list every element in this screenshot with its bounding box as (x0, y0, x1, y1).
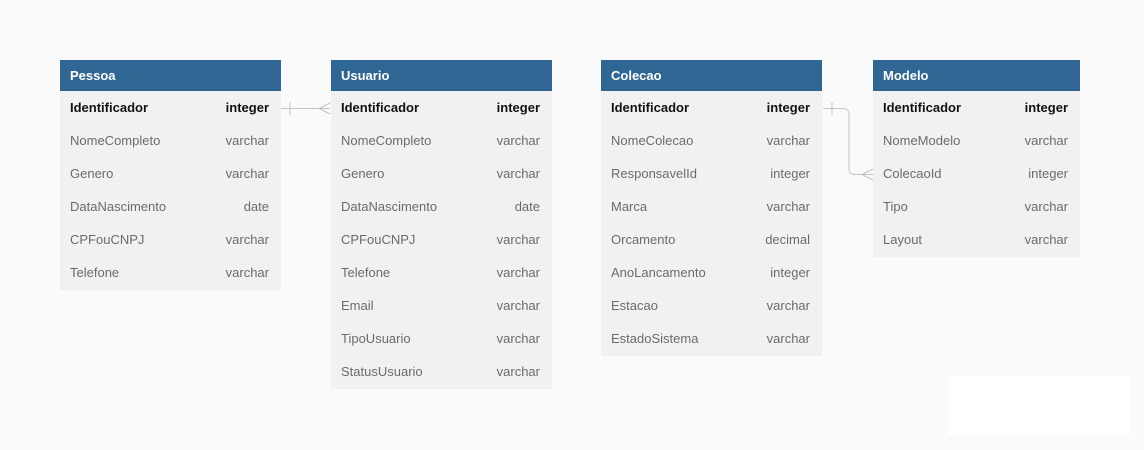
field-name: AnoLancamento (611, 265, 706, 280)
field-type: varchar (496, 298, 540, 313)
field-name: Marca (611, 199, 648, 214)
table-title[interactable]: Modelo (873, 60, 1080, 91)
field-row[interactable]: Tipo varchar (873, 190, 1080, 223)
field-name: NomeModelo (883, 133, 961, 148)
field-row[interactable]: Estacao varchar (601, 289, 822, 322)
field-type: varchar (1024, 133, 1068, 148)
field-name: NomeColecao (611, 133, 694, 148)
field-row[interactable]: NomeModelo varchar (873, 124, 1080, 157)
field-name: Tipo (883, 199, 908, 214)
field-name: Identificador (883, 100, 962, 115)
field-row[interactable]: Identificador integer (601, 91, 822, 124)
field-row[interactable]: Genero varchar (60, 157, 281, 190)
field-row[interactable]: AnoLancamento integer (601, 256, 822, 289)
field-row[interactable]: Telefone varchar (331, 256, 552, 289)
field-row[interactable]: Telefone varchar (60, 256, 281, 289)
field-type: varchar (496, 166, 540, 181)
field-name: NomeCompleto (341, 133, 432, 148)
field-row[interactable]: NomeCompleto varchar (60, 124, 281, 157)
field-type: varchar (225, 265, 269, 280)
field-type: varchar (496, 364, 540, 379)
field-type: varchar (496, 265, 540, 280)
field-name: DataNascimento (70, 199, 167, 214)
field-type: varchar (766, 331, 810, 346)
field-row[interactable]: TipoUsuario varchar (331, 322, 552, 355)
field-type: integer (225, 100, 269, 115)
relationship-pessoa-usuario[interactable] (281, 102, 331, 115)
field-row[interactable]: CPFouCNPJ varchar (331, 223, 552, 256)
field-type: varchar (496, 331, 540, 346)
field-name: Email (341, 298, 374, 313)
field-type: varchar (1024, 232, 1068, 247)
field-type: varchar (766, 199, 810, 214)
field-name: CPFouCNPJ (341, 232, 416, 247)
field-type: varchar (496, 232, 540, 247)
table-title[interactable]: Colecao (601, 60, 822, 91)
table-usuario[interactable]: Usuario Identificador integer NomeComplet… (331, 60, 552, 389)
field-row[interactable]: NomeColecao varchar (601, 124, 822, 157)
field-type: decimal (765, 232, 810, 247)
field-type: varchar (496, 133, 540, 148)
field-row[interactable]: StatusUsuario varchar (331, 355, 552, 388)
field-type: varchar (225, 232, 269, 247)
field-row[interactable]: DataNascimento date (331, 190, 552, 223)
field-type: integer (1028, 166, 1068, 181)
relationship-colecao-modelo[interactable] (823, 102, 874, 181)
field-type: varchar (225, 133, 269, 148)
field-name: EstadoSistema (611, 331, 699, 346)
field-name: StatusUsuario (341, 364, 423, 379)
field-name: TipoUsuario (341, 331, 411, 346)
field-name: CPFouCNPJ (70, 232, 145, 247)
field-row[interactable]: ResponsavelId integer (601, 157, 822, 190)
field-row[interactable]: Marca varchar (601, 190, 822, 223)
field-name: Identificador (341, 100, 420, 115)
cardinality-many-marker (317, 102, 331, 115)
field-name: Layout (883, 232, 923, 247)
field-name: Identificador (70, 100, 149, 115)
field-row[interactable]: Identificador integer (60, 91, 281, 124)
table-title[interactable]: Usuario (331, 60, 552, 91)
table-colecao[interactable]: Colecao Identificador integer NomeColecao… (601, 60, 822, 356)
cardinality-many-marker (860, 168, 874, 181)
blank-panel (948, 376, 1130, 435)
field-row[interactable]: Orcamento decimal (601, 223, 822, 256)
field-row[interactable]: Layout varchar (873, 223, 1080, 256)
field-row[interactable]: EstadoSistema varchar (601, 322, 822, 355)
field-name: Orcamento (611, 232, 676, 247)
field-name: NomeCompleto (70, 133, 161, 148)
field-type: date (243, 199, 269, 214)
field-name: Estacao (611, 298, 658, 313)
field-name: Telefone (70, 265, 120, 280)
field-name: Telefone (341, 265, 391, 280)
field-type: varchar (766, 133, 810, 148)
field-type: integer (496, 100, 540, 115)
table-title[interactable]: Pessoa (60, 60, 281, 91)
field-row[interactable]: Genero varchar (331, 157, 552, 190)
field-name: Genero (70, 166, 114, 181)
field-name: ResponsavelId (611, 166, 697, 181)
field-row[interactable]: Identificador integer (331, 91, 552, 124)
table-modelo[interactable]: Modelo Identificador integer NomeModelo va… (873, 60, 1080, 257)
field-row[interactable]: DataNascimento date (60, 190, 281, 223)
field-type: varchar (1024, 199, 1068, 214)
field-row[interactable]: CPFouCNPJ varchar (60, 223, 281, 256)
field-name: DataNascimento (341, 199, 438, 214)
field-row[interactable]: Identificador integer (873, 91, 1080, 124)
field-type: integer (770, 265, 810, 280)
field-name: Identificador (611, 100, 690, 115)
field-row[interactable]: Email varchar (331, 289, 552, 322)
field-type: integer (1024, 100, 1068, 115)
field-type: varchar (766, 298, 810, 313)
field-row[interactable]: ColecaoId integer (873, 157, 1080, 190)
table-pessoa[interactable]: Pessoa Identificador integer NomeCompleto… (60, 60, 281, 290)
field-name: ColecaoId (883, 166, 942, 181)
field-row[interactable]: NomeCompleto varchar (331, 124, 552, 157)
field-type: varchar (225, 166, 269, 181)
field-type: integer (770, 166, 810, 181)
field-type: integer (766, 100, 810, 115)
field-name: Genero (341, 166, 385, 181)
field-type: date (514, 199, 540, 214)
